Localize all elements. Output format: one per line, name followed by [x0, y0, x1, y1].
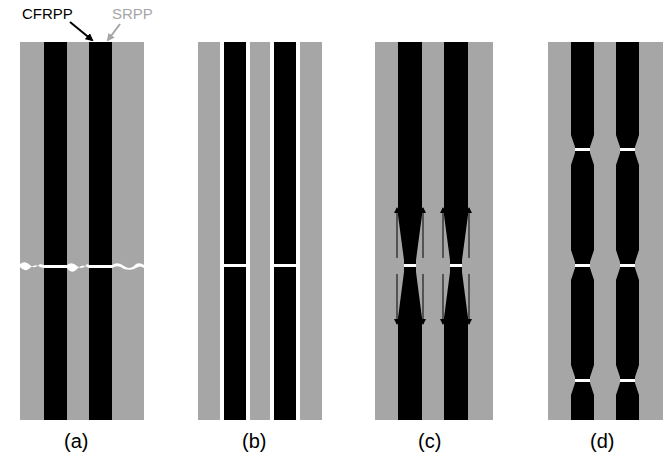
panel-d	[548, 42, 663, 420]
pointer-arrow	[108, 24, 120, 40]
panel-label: (d)	[590, 431, 614, 451]
panel-label: (b)	[242, 431, 266, 451]
panel-label: (c)	[418, 431, 441, 451]
panel-label: (a)	[64, 431, 88, 451]
panel-a	[20, 42, 144, 420]
pointer-arrow	[70, 22, 92, 40]
material-label: CFRPP	[22, 6, 73, 21]
panel-c	[375, 42, 493, 420]
panel-b	[198, 42, 322, 420]
material-label: SRPP	[112, 6, 153, 21]
